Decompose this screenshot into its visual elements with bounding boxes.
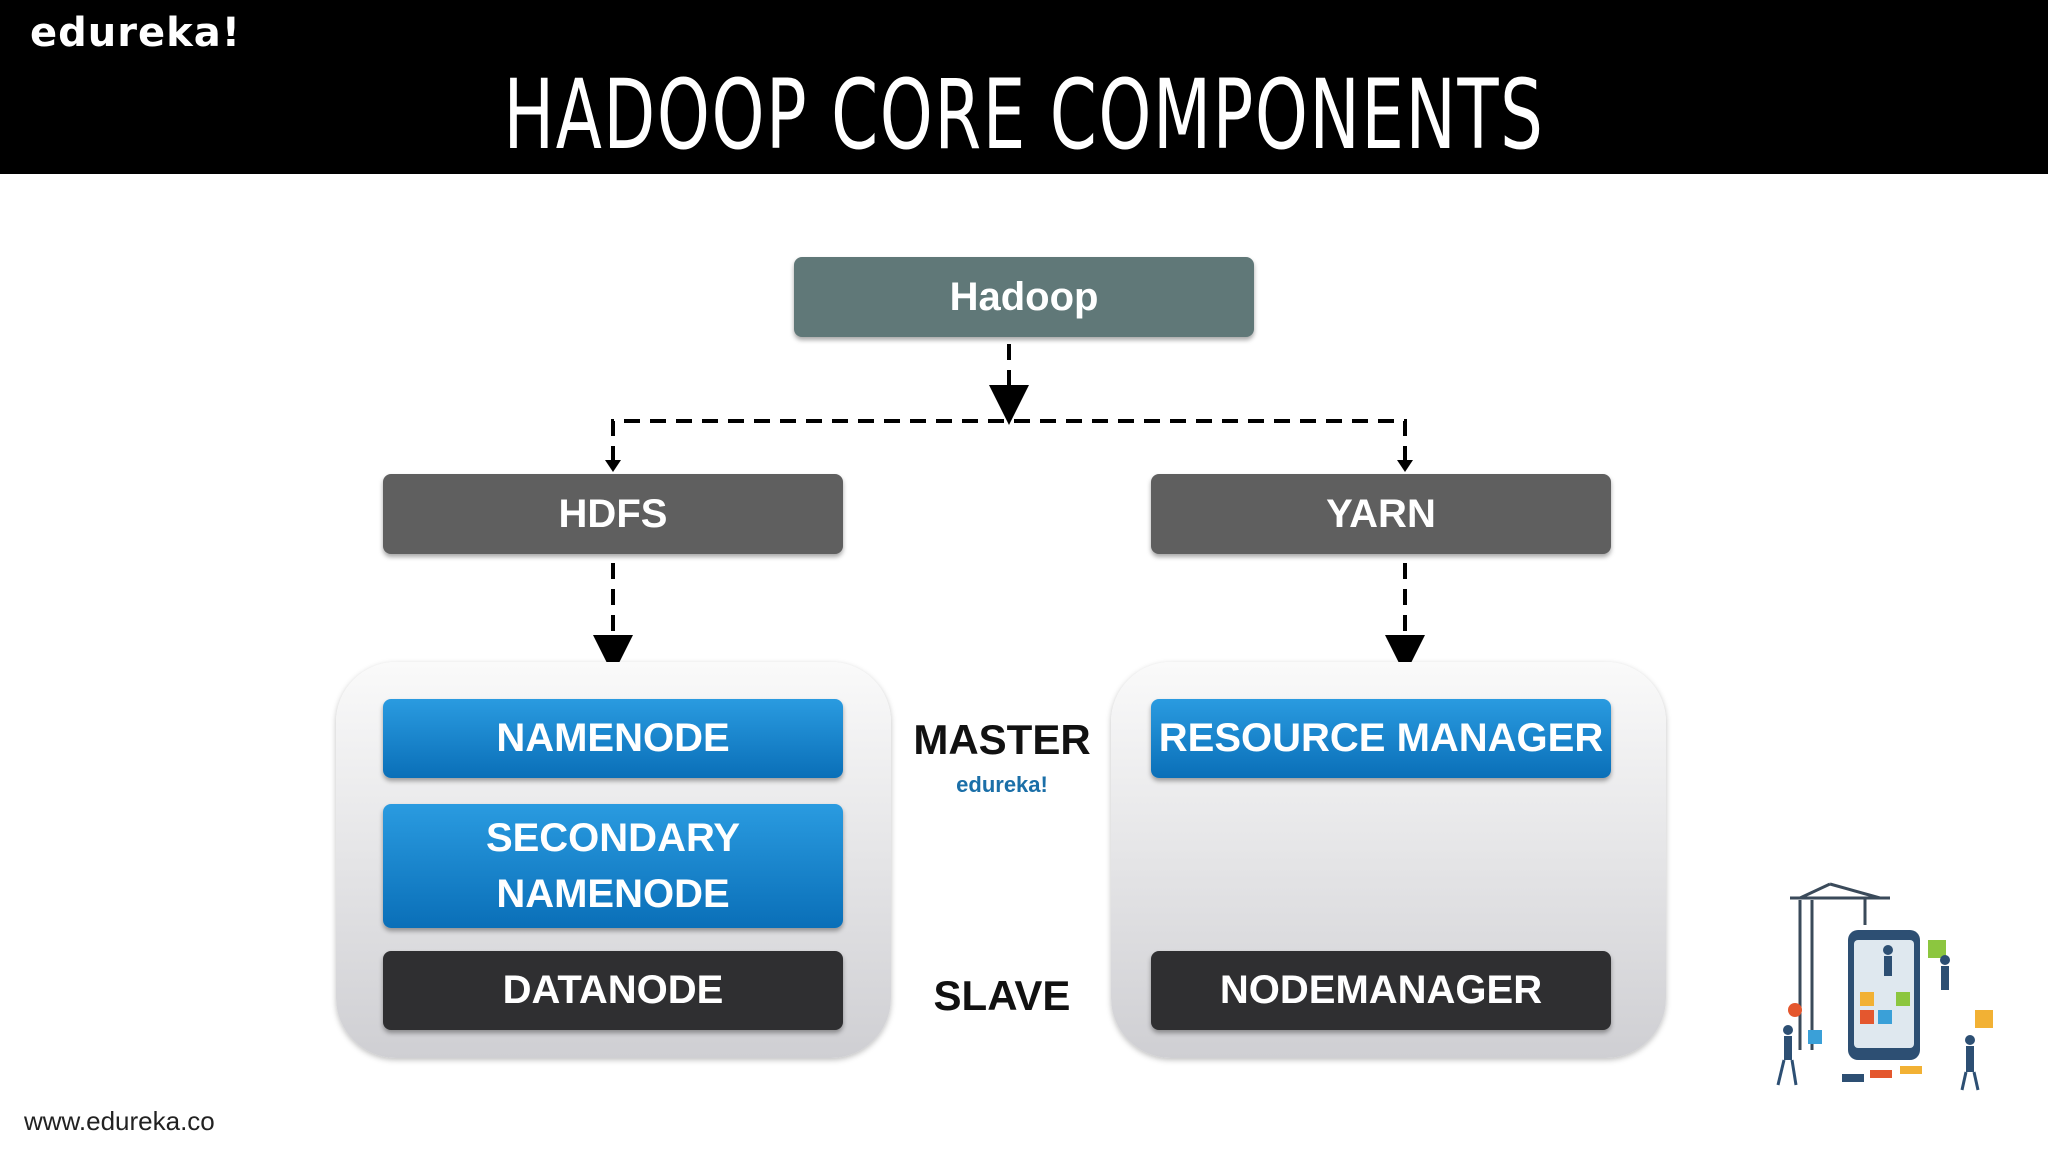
yarn-box: YARN xyxy=(1151,474,1611,554)
page-title: HADOOP CORE COMPONENTS xyxy=(503,59,1545,171)
secondary-line-2: NAMENODE xyxy=(496,872,730,916)
nodemanager-box: NODEMANAGER xyxy=(1151,951,1611,1030)
brand-logo: edureka! xyxy=(30,10,241,56)
master-label: MASTER xyxy=(913,716,1091,763)
resource-manager-box: RESOURCE MANAGER xyxy=(1151,699,1611,778)
header-bar: edureka! HADOOP CORE COMPONENTS xyxy=(0,0,2048,174)
secondary-namenode-box: SECONDARY NAMENODE xyxy=(383,804,843,928)
footer-url: www.edureka.co xyxy=(24,1106,215,1136)
master-brand-label: edureka! xyxy=(956,772,1048,797)
hadoop-box: Hadoop xyxy=(794,257,1254,337)
datanode-box: DATANODE xyxy=(383,951,843,1030)
app-development-illustration xyxy=(1776,882,1993,1091)
hdfs-box: HDFS xyxy=(383,474,843,554)
branch-line xyxy=(611,419,1407,462)
secondary-line-1: SECONDARY xyxy=(485,816,741,860)
slave-label: SLAVE xyxy=(933,972,1071,1019)
namenode-box: NAMENODE xyxy=(383,699,843,778)
